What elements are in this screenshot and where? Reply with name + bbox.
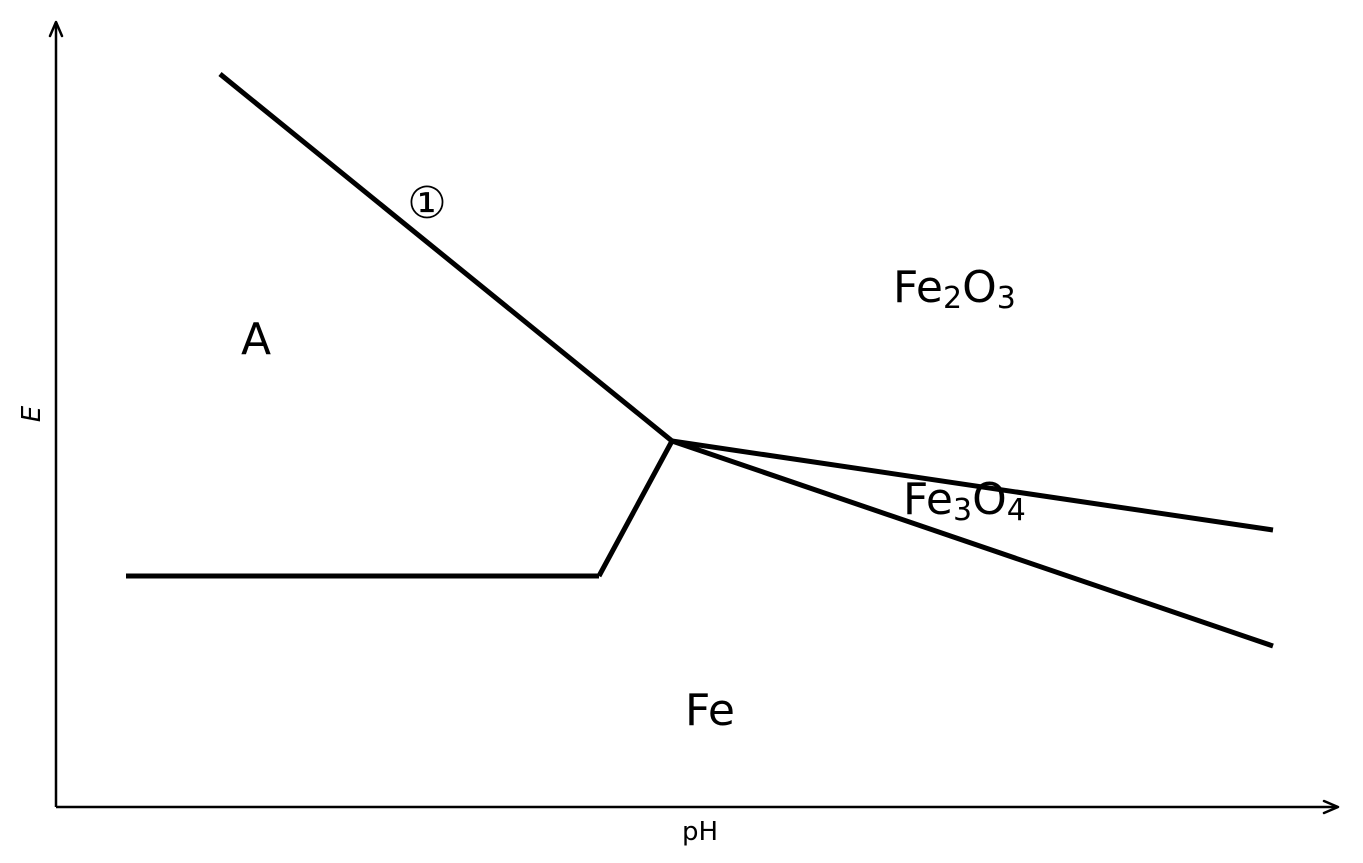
y-axis-arrow-icon: [48, 20, 64, 38]
boundary-line-1: [218, 72, 674, 443]
region-label-fe3o4: Fe3O4: [903, 474, 1026, 528]
boundary-fe3o4-lower: [671, 438, 1274, 649]
line-1-marker: ①: [407, 178, 446, 229]
region-label-fe: Fe: [685, 685, 735, 736]
y-axis-label: E: [17, 405, 47, 422]
boundary-fe-rise: [596, 439, 675, 578]
boundary-fe3o4-upper: [671, 438, 1274, 533]
x-axis-arrow-icon: [1322, 799, 1340, 815]
region-label-a: A: [241, 314, 271, 365]
x-axis-label: pH: [682, 817, 718, 847]
region-label-fe2o3: Fe2O3: [893, 262, 1016, 316]
